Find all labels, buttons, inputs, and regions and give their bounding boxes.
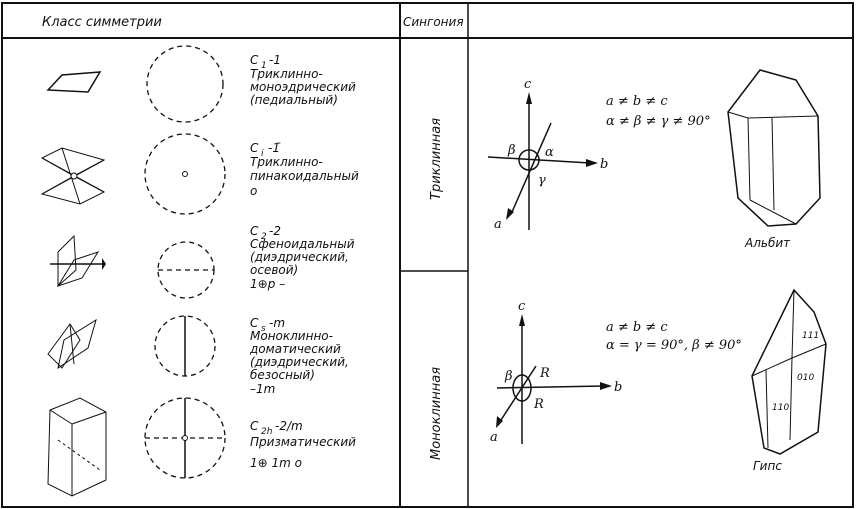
class-line: доматический <box>249 342 341 356</box>
class-line: o <box>250 184 257 198</box>
dome-drawing <box>47 318 97 370</box>
class-line: 1⊕p – <box>250 277 285 291</box>
class-designation: -m <box>269 316 285 330</box>
class-line: Триклинно- <box>250 67 323 81</box>
class-row-c1: C 1 -1 Триклинно- моноэдрический (педиал… <box>46 45 356 123</box>
class-subscript: 2h <box>261 427 273 437</box>
lattice-angles: α = γ = 90°, β ≠ 90° <box>606 338 742 353</box>
axis-c-label: c <box>524 77 532 92</box>
angle-label: γ <box>538 173 546 188</box>
prism-drawing <box>47 397 107 497</box>
class-designation: -1̄ <box>268 141 281 155</box>
class-line: Призматический <box>250 435 356 449</box>
axis-a-label: a <box>494 217 502 232</box>
mineral-albite: Альбит <box>744 236 791 250</box>
angle-label: R <box>533 397 544 412</box>
face-label: 111 <box>802 331 819 341</box>
angle-label: α <box>545 145 554 160</box>
lattice-constants: a ≠ b ≠ c <box>606 320 668 335</box>
stereogram-c1 <box>146 45 224 123</box>
class-designation: -1 <box>269 53 281 67</box>
class-line: –1m <box>250 382 275 396</box>
pedion-drawing <box>46 71 102 93</box>
class-line: Триклинно- <box>250 155 323 169</box>
class-line: Моноклинно- <box>250 329 333 343</box>
class-subscript: i <box>261 149 264 159</box>
lattice-constants: a ≠ b ≠ c <box>606 94 668 109</box>
angle-label: β <box>507 143 516 158</box>
class-line: (диэдрический, <box>250 355 349 369</box>
mineral-gypsum: Гипс <box>753 459 782 473</box>
class-line: пинакоидальный <box>250 169 359 183</box>
stereogram-ci <box>144 133 226 215</box>
class-row-cs: C s -m Моноклинно- доматический (диэдрич… <box>47 315 349 396</box>
monoclinic-axes: c b a β R R <box>490 299 622 445</box>
pinacoid-drawing <box>40 147 106 205</box>
axis-a-label: a <box>490 430 498 445</box>
class-line: (педиальный) <box>250 93 338 107</box>
class-row-c2: C 2 -2 Сфеноидальный (диэдрический, осев… <box>50 224 355 299</box>
class-subscript: s <box>261 324 266 334</box>
gypsum-crystal: 111 010 110 <box>751 288 827 455</box>
class-symbol: C <box>250 316 259 330</box>
syngony-triclinic: Триклинная <box>429 118 444 200</box>
header-class: Класс симметрии <box>42 15 162 30</box>
class-symbol: C <box>250 224 259 238</box>
header-syngony: Сингония <box>403 15 464 29</box>
axis-c-label: c <box>518 299 526 314</box>
class-line: безосный) <box>250 368 315 382</box>
face-label: 010 <box>797 373 814 383</box>
inversion-center <box>182 171 188 177</box>
class-row-ci: C i -1̄ Триклинно- пинакоидальный o <box>40 133 359 215</box>
albite-crystal <box>727 69 821 227</box>
class-symbol: C <box>250 53 259 67</box>
class-line: осевой) <box>250 263 298 277</box>
lattice-angles: α ≠ β ≠ γ ≠ 90° <box>606 114 711 129</box>
sphenoid-drawing <box>50 234 106 288</box>
class-symbol: C <box>250 141 259 155</box>
class-row-c2h: C 2h -2/m Призматический 1⊕ 1m o <box>47 397 356 497</box>
face-label: 110 <box>772 403 789 413</box>
class-line: (диэдрический, <box>250 250 349 264</box>
class-subscript: 1 <box>261 61 267 71</box>
class-line: моноэдрический <box>250 80 356 94</box>
triclinic-axes: c b a β α γ <box>487 77 608 232</box>
class-designation: -2/m <box>275 419 303 433</box>
angle-label: R <box>539 366 550 381</box>
angle-label: β <box>504 369 513 384</box>
class-line: Сфеноидальный <box>250 237 355 251</box>
class-designation: -2 <box>269 224 281 238</box>
axis-b-label: b <box>614 380 622 395</box>
class-subscript: 2 <box>261 232 267 242</box>
syngony-monoclinic: Моноклинная <box>429 367 444 460</box>
stereogram-c2h <box>144 397 226 479</box>
class-line: 1⊕ 1m o <box>250 456 302 470</box>
class-symbol: C <box>250 419 259 433</box>
axis-b-label: b <box>600 157 608 172</box>
